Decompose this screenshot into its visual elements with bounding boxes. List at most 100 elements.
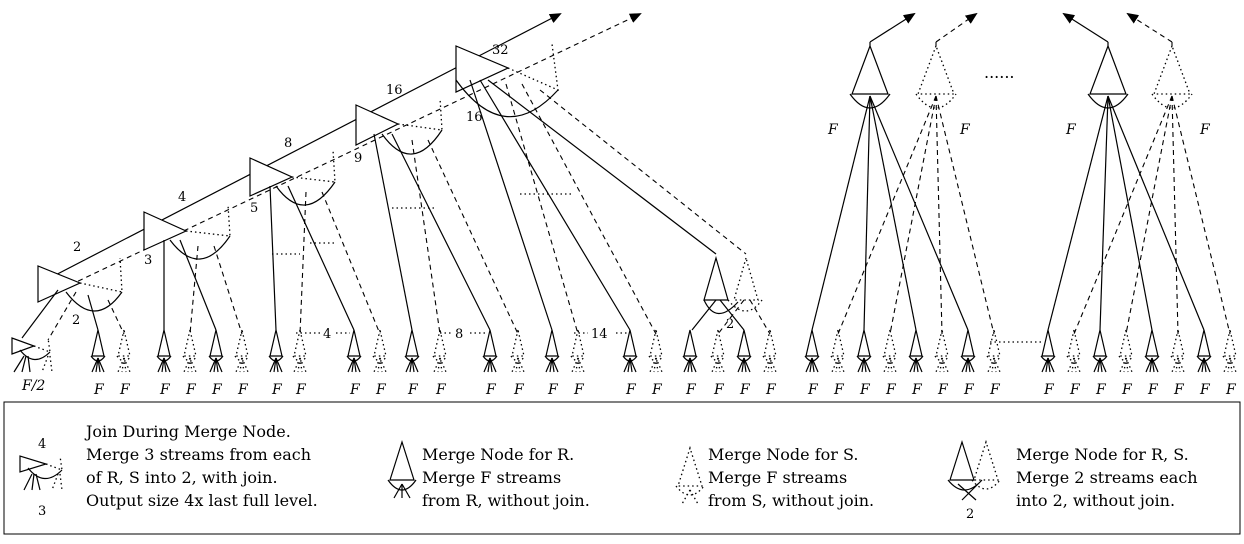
leaf-merge-r	[482, 329, 498, 373]
leaf-f-label: F	[119, 382, 131, 398]
leaf-merge-s	[234, 329, 250, 373]
leaf-merge-s	[762, 329, 778, 373]
merge-node-rs	[691, 255, 771, 335]
leaf-f-label: F	[1147, 382, 1159, 398]
f-fan-label: F	[959, 122, 971, 138]
leaf-f-label: F	[765, 382, 777, 398]
level-size-label: 32	[492, 43, 509, 58]
f-fan-label: F	[827, 122, 839, 138]
fan-line-s	[889, 95, 937, 335]
level-size-label: 8	[284, 136, 292, 151]
legend-merge-rs-line: Merge 2 streams each	[1016, 468, 1198, 487]
legend-join-bottom-num: 3	[38, 504, 46, 519]
legend-merge-r-line: Merge Node for R.	[422, 445, 574, 464]
f-fan-label: F	[1065, 122, 1077, 138]
legend-join-line: of R, S into 2, with join.	[86, 468, 278, 487]
leaf-merge-r	[1144, 329, 1160, 373]
fan-line-s	[1171, 95, 1179, 335]
f-fan-label: F	[1199, 122, 1211, 138]
leaf-merge-r	[804, 329, 820, 373]
gap-spans	[296, 332, 1042, 343]
join-node-level-4	[143, 204, 231, 260]
fan-line-s	[1125, 95, 1173, 335]
leaf-merge-r	[682, 329, 698, 373]
leaf-f-label: F	[685, 382, 697, 398]
leaf-f-label: F	[1199, 382, 1211, 398]
fan-line-r	[1107, 95, 1153, 331]
side-count-label: 2	[72, 313, 80, 328]
leaf-merge-r	[908, 329, 924, 373]
legend-merge-rs-line: into 2, without join.	[1016, 491, 1175, 510]
leaf-merge-r	[856, 329, 872, 373]
leaf-merge-r	[90, 329, 106, 373]
side-count-label: 9	[354, 151, 362, 166]
fan-line-r	[1099, 95, 1109, 331]
leaf-f-label: F	[989, 382, 1001, 398]
leaf-f-label: F	[651, 382, 663, 398]
leaf-merge-r	[404, 329, 420, 373]
small-merge-count: 2	[726, 317, 734, 332]
legend-join-top-num: 4	[38, 437, 46, 452]
leaf-merge-s	[882, 329, 898, 373]
leaf-f-label: F	[885, 382, 897, 398]
leaf-f-label: F	[295, 382, 307, 398]
leaf-merge-r	[960, 329, 976, 373]
leaf-merge-s	[432, 329, 448, 373]
leaf-f-label: F	[547, 382, 559, 398]
leaf-f-label: F	[375, 382, 387, 398]
legend-merge-rs-num: 2	[966, 507, 974, 522]
leaf-merge-s	[1170, 329, 1186, 373]
leaf-f-label: F	[1095, 382, 1107, 398]
leaf-f-label: F	[739, 382, 751, 398]
leaf-merge-r	[346, 329, 362, 373]
leaf-f-half-label: F/2	[21, 378, 45, 394]
merge-fan-lines	[811, 95, 1231, 335]
leaf-merge-s	[986, 329, 1002, 373]
legend-merge-s-line: Merge Node for S.	[708, 445, 859, 464]
leaf-f-label: F	[349, 382, 361, 398]
join-node-level-2	[37, 257, 123, 312]
leaf-f-label: F	[1173, 382, 1185, 398]
leaf-f-label: F	[807, 382, 819, 398]
legend-join-icon	[19, 455, 63, 491]
legend-join-line: Join During Merge Node.	[84, 422, 291, 441]
leaf-f-label: F	[937, 382, 949, 398]
level-size-label: 16	[386, 83, 403, 98]
legend-join-line: Merge 3 streams from each	[86, 445, 311, 464]
fan-line-s	[837, 95, 937, 335]
fan-line-s	[935, 95, 995, 335]
leaf-merge-r	[156, 329, 172, 373]
fan-line-s	[1073, 95, 1173, 335]
fan-line-r	[869, 95, 969, 331]
legend-merge-rs-line: Merge Node for R, S.	[1016, 445, 1189, 464]
legend-merge-r-icon	[387, 440, 417, 499]
side-count-label: 5	[250, 201, 258, 216]
fan-line-r	[1047, 95, 1109, 331]
leaf-f-label: F	[211, 382, 223, 398]
leaf-merge-r	[1040, 329, 1056, 373]
leaf-merge-r	[1092, 329, 1108, 373]
leaf-f-label: F	[185, 382, 197, 398]
leaf-f-label: F	[237, 382, 249, 398]
leaf-f-label: F	[513, 382, 525, 398]
leaf-merge-r	[544, 329, 560, 373]
leaf-merge-s	[1222, 329, 1238, 373]
leaf-f-label: F	[271, 382, 283, 398]
level-size-label: 2	[73, 240, 81, 255]
leaf-f-label: F	[833, 382, 845, 398]
leaf-f-label: F	[1225, 382, 1237, 398]
leaf-f-label: F	[407, 382, 419, 398]
legend-merge-r-line: Merge F streams	[422, 468, 561, 487]
leaf-f-label: F	[859, 382, 871, 398]
leaf-f-label: F	[911, 382, 923, 398]
leaf-merge-s	[1066, 329, 1082, 373]
side-count-label: 16	[466, 110, 483, 125]
leaf-merge-r	[622, 329, 638, 373]
leaf-merge-s	[934, 329, 950, 373]
leaf-merge-s	[830, 329, 846, 373]
leaf-merge-s	[182, 329, 198, 373]
legend-merge-r-line: from R, without join.	[422, 491, 590, 510]
